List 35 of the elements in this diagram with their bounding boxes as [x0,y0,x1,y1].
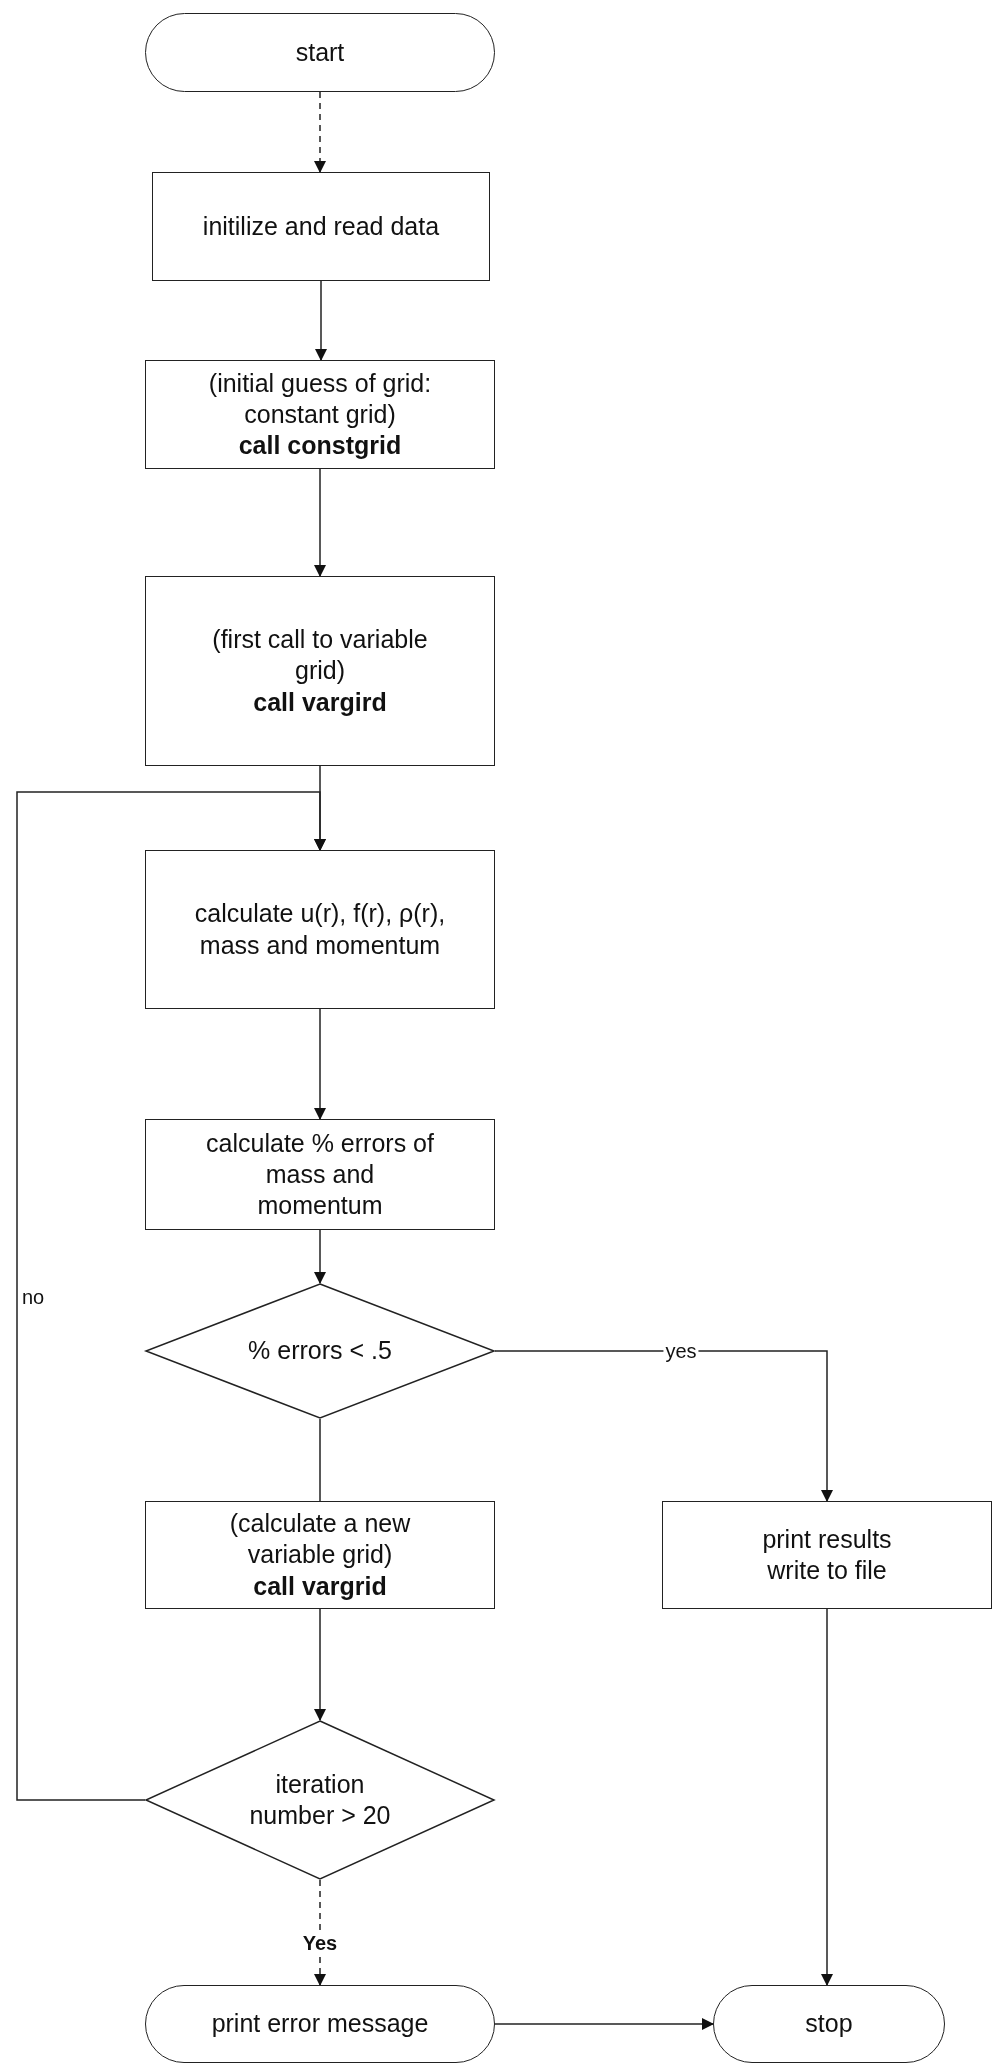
process-box [145,360,495,469]
arrow [314,1879,326,1986]
arrow [494,1350,833,1502]
node-text: print results write to file [761,1523,893,1586]
arrow [16,791,326,1801]
arrow [315,280,327,361]
arrow [821,1608,833,1986]
arrow [314,1008,326,1120]
node-text: call constgrid [238,430,402,462]
process-box [145,1501,495,1609]
arrow [314,1229,326,1284]
decision-diamond [145,1720,495,1880]
node-text: iteration number > 20 [248,1768,392,1831]
arrow [314,468,326,577]
process-box [145,1119,495,1230]
node-text: % errors < .5 [248,1335,392,1367]
node-text: start [295,36,345,68]
node-text: call vargird [253,686,387,718]
process-box [145,850,495,1009]
process-box [662,1501,992,1609]
decision-diamond [145,1283,495,1419]
arrow [314,1608,326,1721]
node-text: call vargrid [253,1570,387,1602]
node-text: (first call to variable grid) [211,624,429,687]
process-box [145,576,495,766]
node-text: (calculate a new variable grid) [228,1508,412,1571]
arrow [494,2018,714,2030]
node-text: (initial guess of grid: constant grid) [207,367,433,430]
node-text: print error message [211,2008,429,2040]
process-box [152,172,490,281]
node-text: stop [805,2008,853,2040]
arrow [314,91,326,173]
node-text: calculate u(r), f(r), ρ(r), mass and momentum [193,898,447,961]
node-text: initilize and read data [202,210,440,242]
node-text: calculate % errors of mass and momentum [206,1127,434,1222]
